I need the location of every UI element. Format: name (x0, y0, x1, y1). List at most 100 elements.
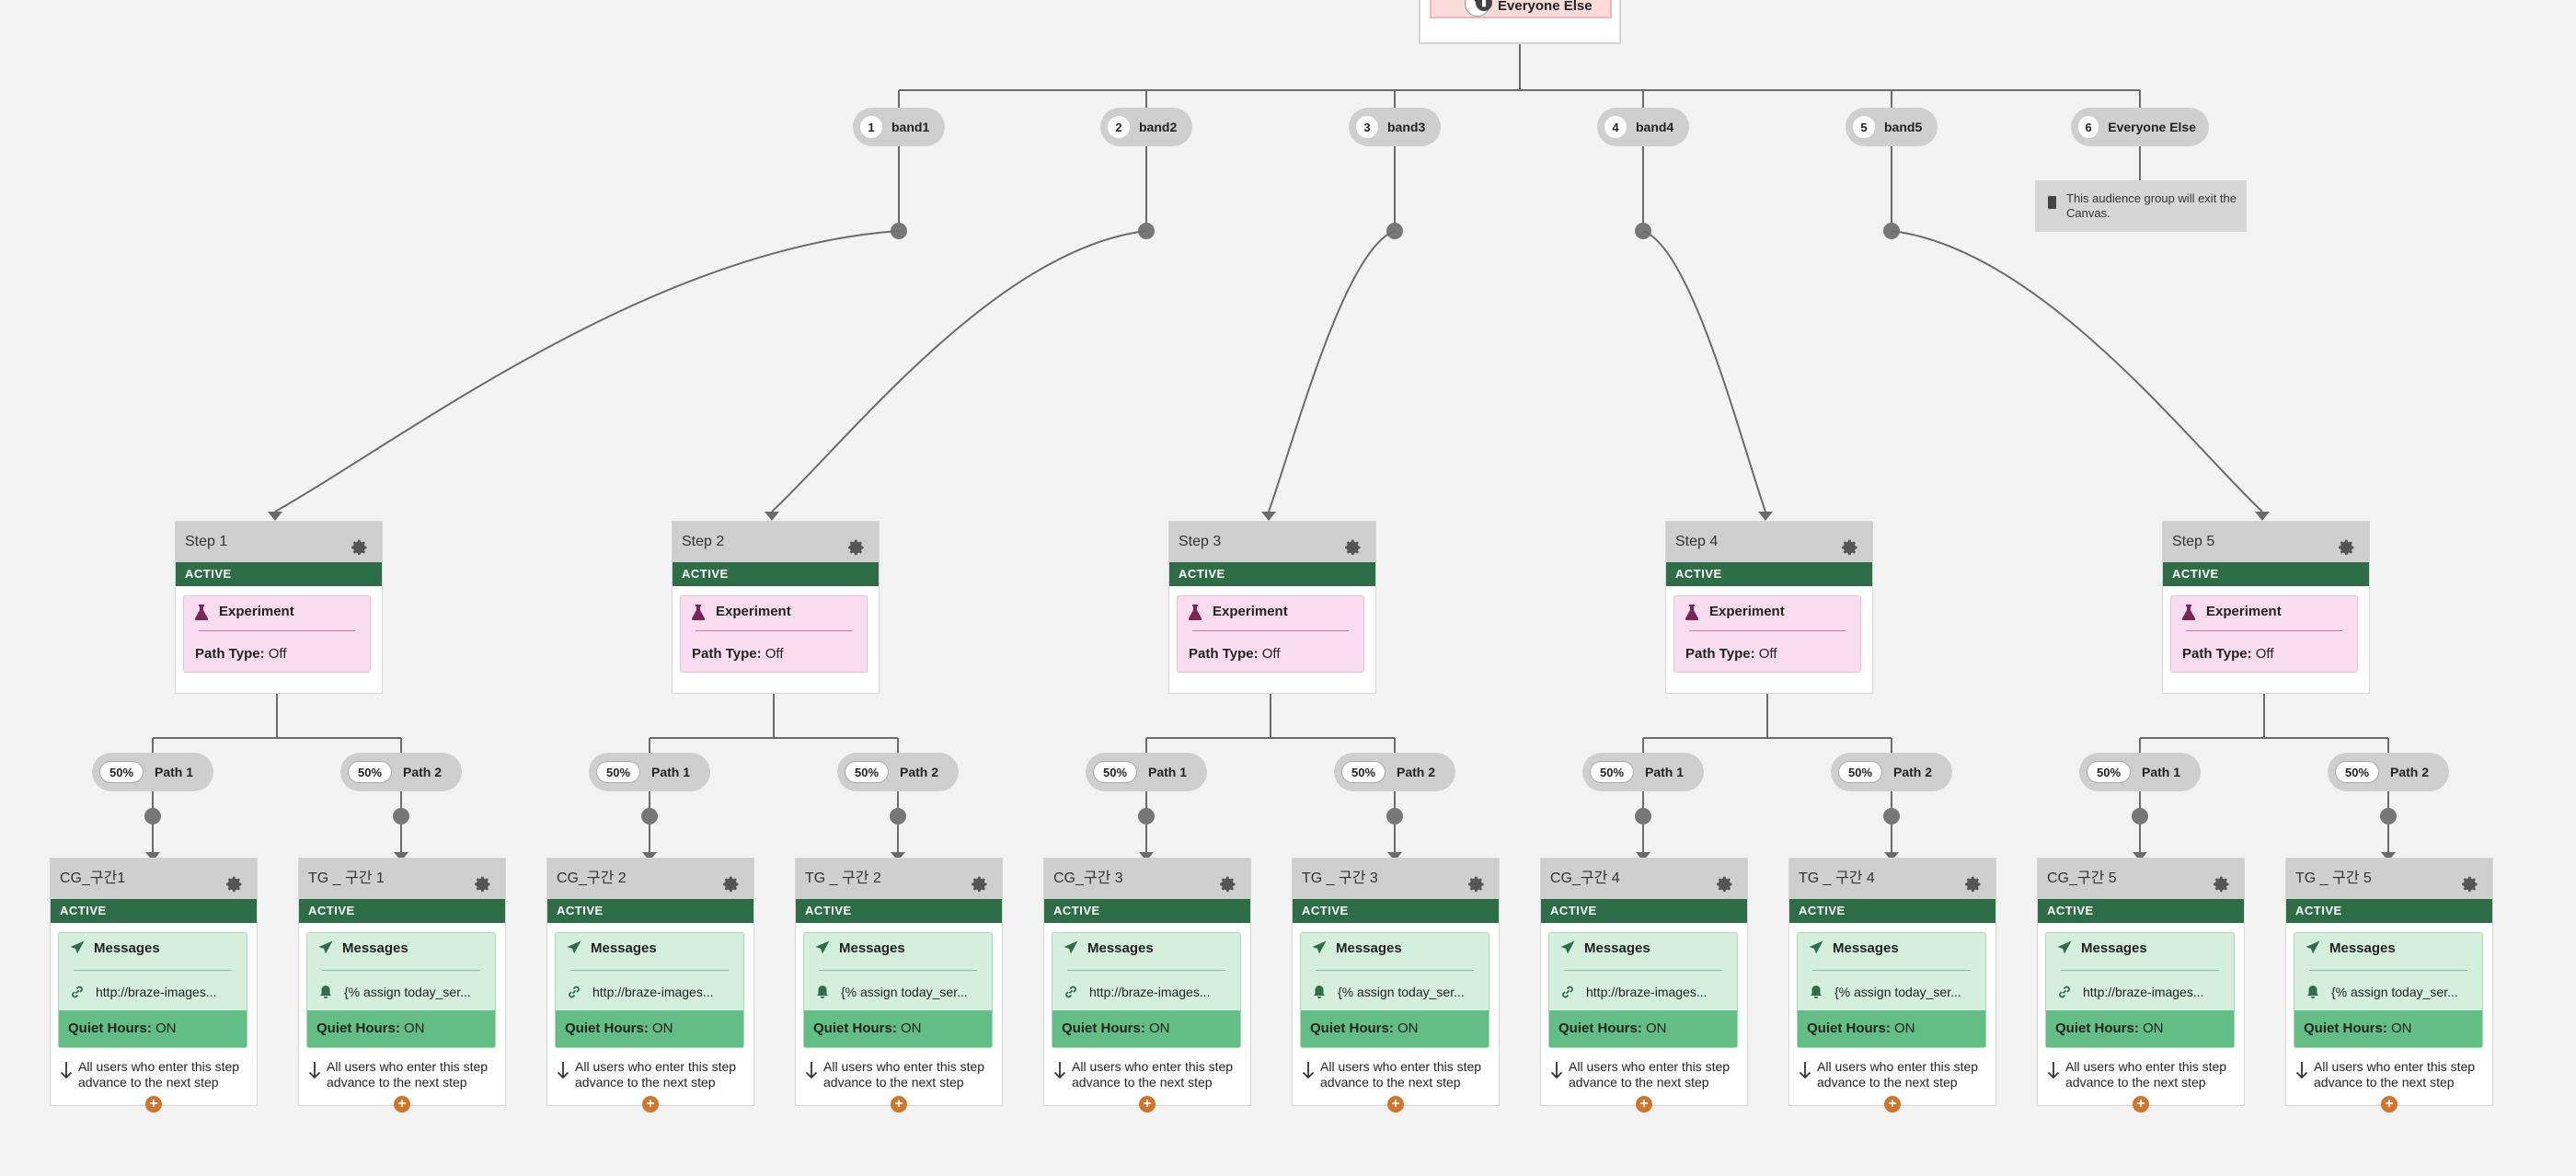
audience-split-node[interactable]: Everyone Else 6 ▮ (1419, 0, 1621, 44)
path-connector-dot[interactable] (641, 808, 658, 824)
path-connector-dot[interactable] (2132, 808, 2148, 824)
gear-icon[interactable] (971, 870, 989, 893)
plus-icon[interactable]: + (2381, 1096, 2398, 1113)
gear-icon[interactable] (1219, 870, 1237, 893)
gear-icon[interactable] (1716, 870, 1734, 893)
path-connector-dot[interactable] (1138, 808, 1155, 824)
message-content: http://braze-images... (1064, 985, 1229, 999)
step-arrowhead (268, 512, 282, 521)
messages-component[interactable]: Messages{% assign today_ser...Quiet Hour… (803, 932, 993, 1048)
path-connector-dot[interactable] (2380, 808, 2397, 824)
advance-note: All users who enter this step advance to… (2295, 1059, 2485, 1090)
plus-icon[interactable]: + (1636, 1096, 1652, 1113)
gear-icon[interactable] (1344, 533, 1363, 556)
plus-icon[interactable]: + (394, 1096, 410, 1113)
status-badge: ACTIVE (51, 899, 257, 923)
path-type-label: Path Type: (195, 646, 265, 662)
message-title: CG_구간1 (60, 870, 126, 886)
plus-icon[interactable]: + (2133, 1096, 2149, 1113)
experiment-path-1[interactable]: 50%Path 1 (92, 753, 213, 791)
gear-icon[interactable] (722, 870, 741, 893)
messages-component[interactable]: Messages{% assign today_ser...Quiet Hour… (306, 932, 496, 1048)
experiment-path-2[interactable]: 50%Path 2 (837, 753, 959, 791)
path-connector-dot[interactable] (1883, 808, 1900, 824)
gear-icon[interactable] (1964, 870, 1983, 893)
path-connector-dot[interactable] (144, 808, 161, 824)
message-content: {% assign today_ser... (318, 985, 484, 999)
messages-label: Messages (591, 940, 657, 956)
plus-icon[interactable]: + (1139, 1096, 1156, 1113)
plus-icon[interactable]: + (891, 1096, 907, 1113)
experiment-path-2[interactable]: 50%Path 2 (1334, 753, 1455, 791)
experiment-path-1[interactable]: 50%Path 1 (1582, 753, 1704, 791)
experiment-path-2[interactable]: 50%Path 2 (1831, 753, 1952, 791)
plus-icon[interactable]: + (1387, 1096, 1404, 1113)
path-connector-dot[interactable] (1635, 808, 1651, 824)
experiment-path-2[interactable]: 50%Path 2 (2328, 753, 2449, 791)
plus-icon[interactable]: + (642, 1096, 659, 1113)
step-title: Step 2 (682, 534, 725, 549)
message-title: CG_구간 2 (557, 870, 627, 886)
gear-icon[interactable] (1841, 533, 1859, 556)
gear-icon[interactable] (225, 870, 244, 893)
messages-component[interactable]: Messages{% assign today_ser...Quiet Hour… (1797, 932, 1986, 1048)
gear-icon[interactable] (351, 533, 369, 556)
send-icon (815, 940, 830, 955)
experiment-path-1[interactable]: 50%Path 1 (589, 753, 710, 791)
gear-icon[interactable] (474, 870, 492, 893)
plus-icon[interactable]: + (1884, 1096, 1901, 1113)
path-connector-dot[interactable] (1386, 808, 1403, 824)
arrow-down-icon (1550, 1061, 1563, 1079)
path-type-label: Path Type: (692, 646, 762, 662)
gear-icon[interactable] (1467, 870, 1486, 893)
path-label: Path 1 (155, 765, 194, 779)
path-connector-dot[interactable] (393, 808, 409, 824)
path-connector-dot[interactable] (890, 808, 906, 824)
experiment-path-2[interactable]: 50%Path 2 (340, 753, 462, 791)
messages-component[interactable]: Messages{% assign today_ser...Quiet Hour… (2294, 932, 2483, 1048)
gear-icon[interactable] (2461, 870, 2479, 893)
plus-icon[interactable]: + (145, 1096, 162, 1113)
experiment-path-1[interactable]: 50%Path 1 (2079, 753, 2201, 791)
flask-icon (1685, 605, 1699, 620)
gear-icon[interactable] (2338, 533, 2356, 556)
gear-icon[interactable] (847, 533, 866, 556)
gear-icon[interactable] (2213, 870, 2231, 893)
quiet-hours: Quiet Hours: ON (804, 1010, 992, 1047)
path-percent: 50% (1093, 761, 1137, 783)
experiment-path-1[interactable]: 50%Path 1 (1086, 753, 1207, 791)
messages-component[interactable]: Messages{% assign today_ser...Quiet Hour… (1300, 932, 1489, 1048)
